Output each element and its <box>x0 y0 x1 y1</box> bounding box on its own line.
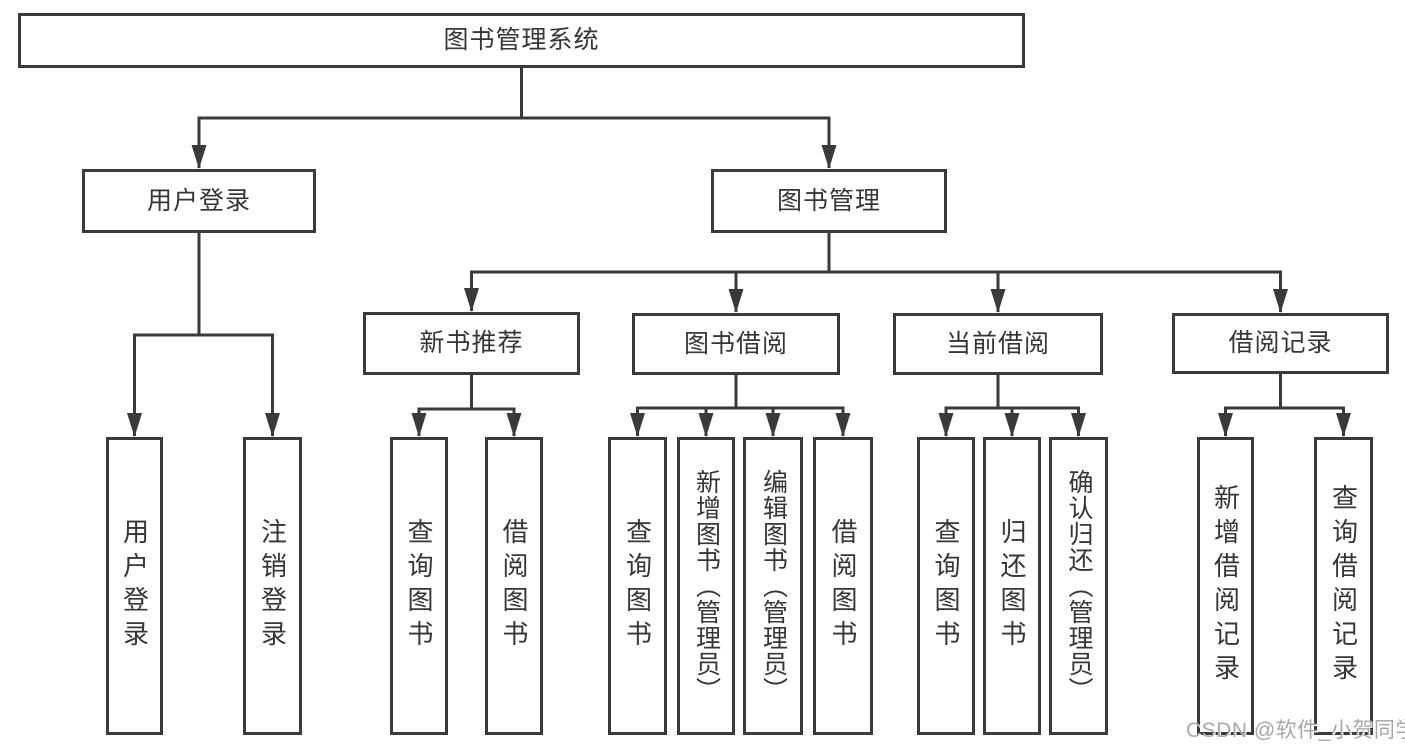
node-cb-confirm-return: 确认归还（管理员） <box>1049 437 1108 735</box>
node-label: 新增借阅记录 <box>1210 484 1241 688</box>
node-leaf-logout: 注销登录 <box>243 437 302 735</box>
node-label: 查询图书 <box>622 518 653 654</box>
node-br-add-record: 新增借阅记录 <box>1197 437 1254 735</box>
node-cb-return-books: 归还图书 <box>983 437 1041 735</box>
node-bb-edit-books: 编辑图书（管理员） <box>743 437 803 735</box>
node-bb-query-books: 查询图书 <box>608 437 667 735</box>
node-label: 当前借阅 <box>945 329 1050 358</box>
node-root: 图书管理系统 <box>18 13 1025 68</box>
node-label: 借阅图书 <box>828 518 858 654</box>
node-book-mgmt: 图书管理 <box>711 169 947 233</box>
node-label: 确认归还（管理员） <box>1065 469 1093 703</box>
node-bb-borrow-books: 借阅图书 <box>813 437 873 735</box>
node-label: 图书借阅 <box>683 329 788 358</box>
node-leaf-user-login: 用户登录 <box>106 437 163 735</box>
node-label: 借阅记录 <box>1228 329 1333 357</box>
node-new-books: 新书推荐 <box>363 312 580 375</box>
node-label: 编辑图书（管理员） <box>759 469 788 703</box>
node-label: 用户登录 <box>146 186 251 215</box>
node-label: 查询图书 <box>404 518 434 654</box>
node-book-borrow: 图书借阅 <box>632 313 840 375</box>
node-label: 图书管理系统 <box>443 26 600 54</box>
node-nb-borrow-books: 借阅图书 <box>485 437 543 735</box>
node-label: 归还图书 <box>997 518 1027 654</box>
node-nb-query-books: 查询图书 <box>390 437 448 735</box>
node-label: 注销登录 <box>257 518 288 654</box>
node-label: 新书推荐 <box>419 329 524 357</box>
node-bb-add-books: 新增图书（管理员） <box>677 437 735 735</box>
node-cb-query-books: 查询图书 <box>917 437 975 735</box>
node-label: 用户登录 <box>119 518 150 654</box>
node-br-query-record: 查询借阅记录 <box>1314 437 1373 735</box>
node-current-borrow: 当前借阅 <box>893 313 1103 375</box>
node-label: 借阅图书 <box>499 518 529 654</box>
node-label: 查询借阅记录 <box>1328 484 1359 688</box>
node-label: 新增图书（管理员） <box>692 469 721 703</box>
node-borrow-records: 借阅记录 <box>1172 313 1389 374</box>
node-label: 查询图书 <box>931 518 961 654</box>
node-label: 图书管理 <box>776 186 881 215</box>
node-user-login: 用户登录 <box>82 169 316 233</box>
watermark: CSDN @软件_小贺同学 <box>1186 719 1405 742</box>
